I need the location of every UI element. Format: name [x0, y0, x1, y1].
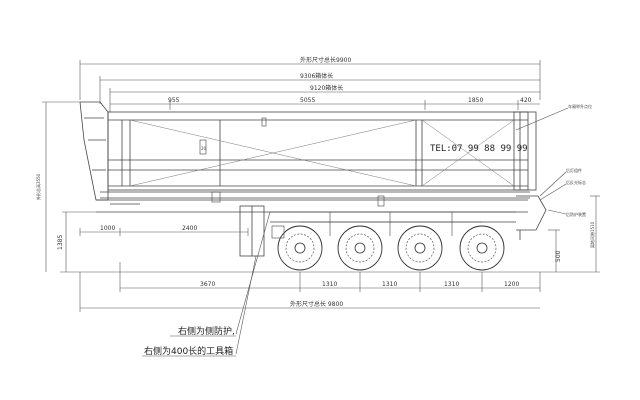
wheel-1 [277, 225, 323, 271]
box-small-label: 20 [201, 146, 207, 151]
tel-number: TEL:07 99 88 99 99 [430, 144, 528, 154]
note-toolbox: 右侧为400长的工具箱 [144, 345, 233, 357]
wheel-2 [337, 225, 383, 271]
dim-5055: 5055 [300, 97, 315, 104]
wheel-3 [397, 225, 443, 271]
lower-dimension-lines [79, 228, 541, 312]
dim-total-bottom: 外形尺寸总长 9800 [290, 300, 343, 308]
dim-1850: 1850 [468, 97, 483, 104]
dim-1310-c: 1310 [444, 281, 459, 288]
dim-1310-a: 1310 [322, 281, 337, 288]
dim-500: 500 [555, 250, 562, 262]
wheel-4 [459, 225, 505, 271]
suspension [271, 212, 482, 239]
dim-height-total: 外形总高3550 [35, 173, 41, 200]
dim-1385: 1385 [57, 235, 64, 250]
dim-955: 955 [168, 97, 180, 104]
body-fittings [199, 117, 385, 207]
dim-9120: 9120箱体长 [310, 84, 343, 92]
dim-1510: 离地间隙1510 [589, 221, 595, 248]
note-rear-lamp: 后灯组件 [566, 167, 582, 173]
note-side-guard: 右侧为侧防护, [178, 325, 235, 337]
left-height-dims [42, 101, 96, 272]
dim-1000: 1000 [100, 225, 115, 232]
dim-3670: 3670 [200, 281, 215, 288]
dim-9306: 9306箱体长 [300, 72, 333, 80]
dim-420: 420 [520, 97, 532, 104]
body-cross-lines [129, 119, 515, 187]
dim-1310-b: 1310 [382, 281, 397, 288]
note-rear-reflector: 后反光标志 [566, 179, 586, 185]
dim-2400: 2400 [182, 225, 197, 232]
note-rear-guard: 后防护装置 [566, 211, 586, 217]
note-lift-point: 车厢举升点位 [568, 103, 592, 109]
dim-1200: 1200 [504, 281, 519, 288]
note-leaders [142, 211, 271, 357]
dump-body [79, 101, 537, 201]
top-dimension-lines [79, 60, 541, 112]
right-dims [515, 107, 600, 272]
dim-total-length: 外形尺寸总长9900 [300, 56, 351, 64]
